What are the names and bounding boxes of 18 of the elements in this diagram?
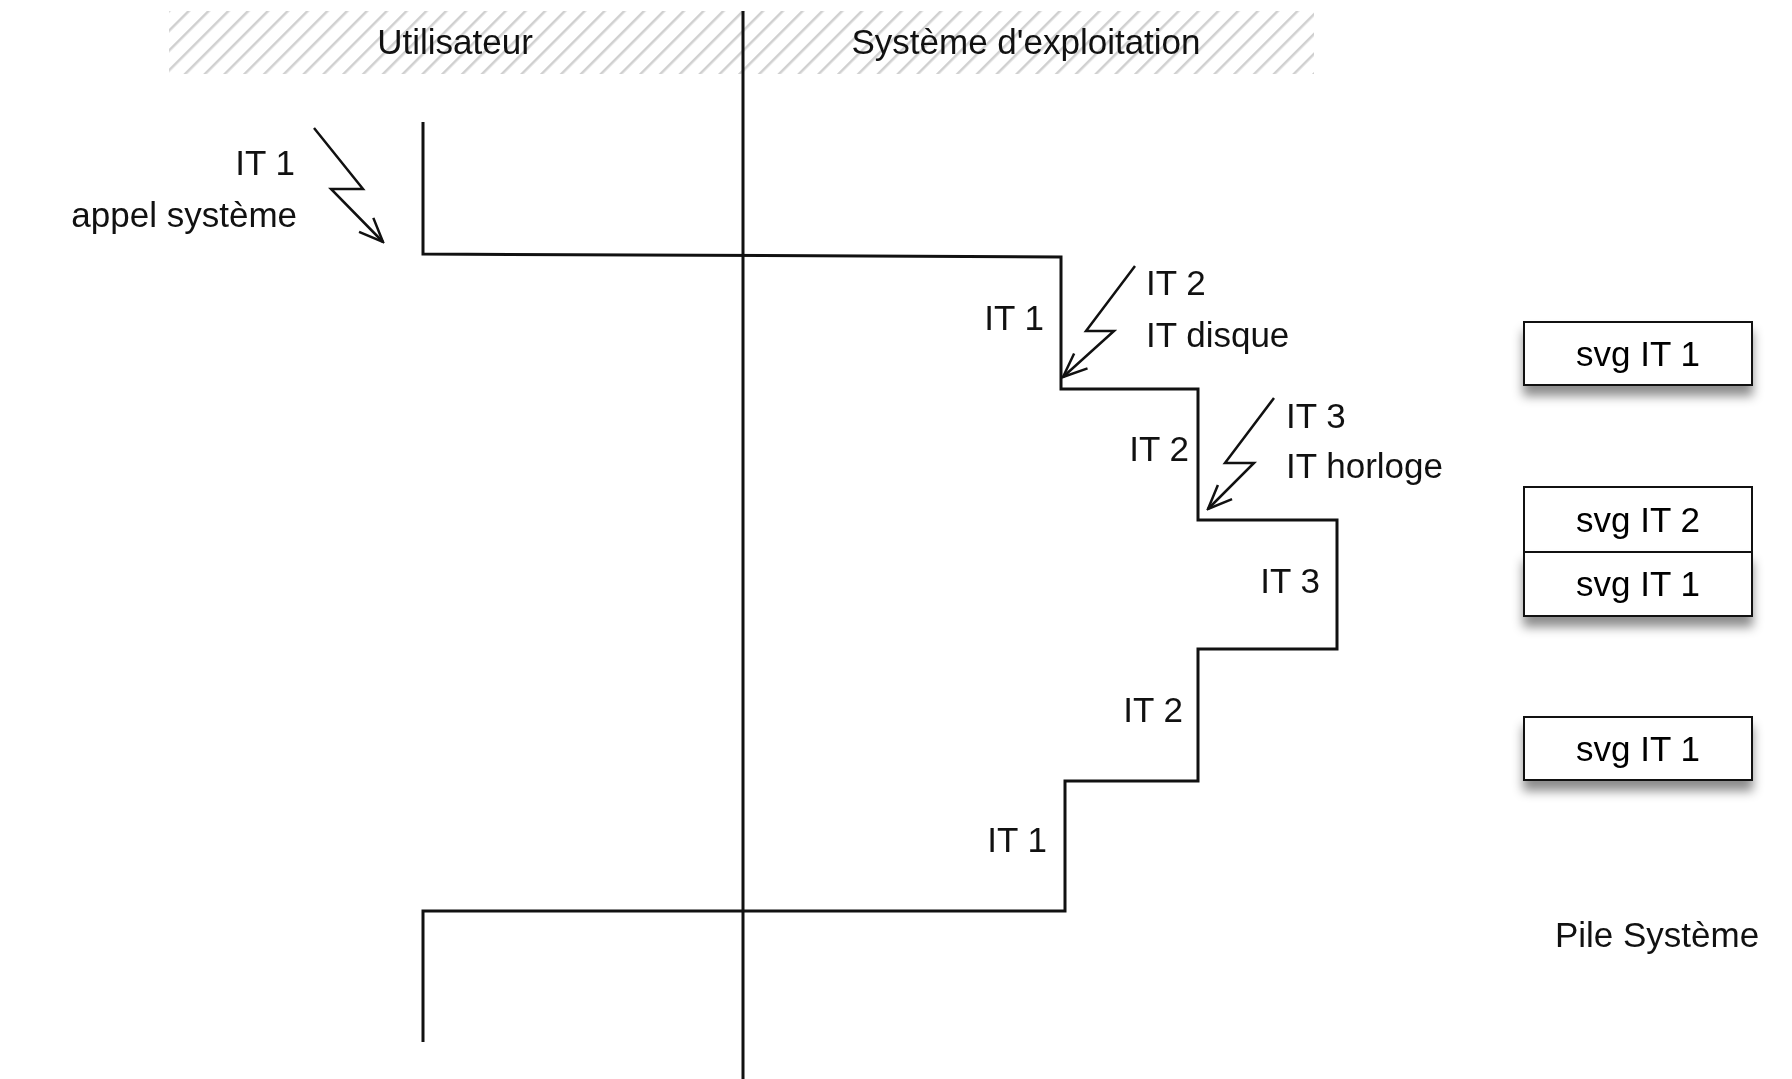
interrupt-label: IT disque — [1146, 315, 1290, 355]
stack-frame-box: svg IT 2 — [1523, 486, 1753, 553]
interrupt-label: IT 3 — [1286, 396, 1346, 436]
step-label: IT 1 — [984, 298, 1044, 338]
step-label: IT 3 — [1260, 561, 1320, 601]
step-label: IT 2 — [1123, 690, 1183, 730]
step-label: IT 1 — [987, 820, 1047, 860]
interrupt-label: IT horloge — [1286, 446, 1443, 486]
interrupt-label: appel système — [71, 195, 297, 235]
stack-frame-box: svg IT 1 — [1523, 551, 1753, 617]
stack-caption: Pile Système — [1554, 915, 1760, 955]
interrupt-label: IT 2 — [1146, 263, 1206, 303]
step-label: IT 2 — [1129, 429, 1189, 469]
interrupt-label: IT 1 — [235, 143, 295, 183]
stack-frame-box: svg IT 1 — [1523, 321, 1753, 386]
stack-frame-box: svg IT 1 — [1523, 716, 1753, 781]
column-heading: Utilisateur — [377, 22, 533, 62]
column-heading: Système d'exploitation — [851, 22, 1201, 62]
